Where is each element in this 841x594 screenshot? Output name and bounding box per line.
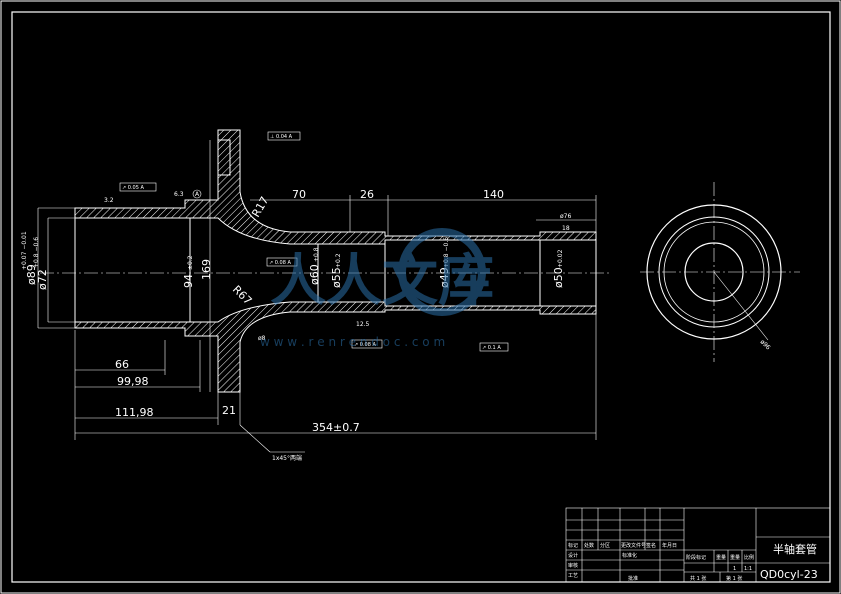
tb-mark: 标记 [568, 542, 578, 549]
dim-total-length: 354±0.7 [312, 421, 360, 434]
watermark-text: 人人文库 [270, 249, 494, 314]
tb-weight-2: 重量 [730, 554, 740, 561]
datum-a: A [195, 191, 200, 198]
tb-zone: 分区 [600, 542, 610, 549]
tb-weight: 重量 [716, 554, 726, 561]
dim-55-tol: +0.2 [335, 253, 342, 268]
dim-89: ø89 [25, 264, 38, 285]
tb-scale-label: 比例 [744, 554, 754, 561]
dimension-lines [37, 140, 597, 453]
tb-sign: 签名 [646, 542, 656, 549]
dim-76: ø76 [560, 213, 571, 220]
watermark-url: w w w . r e n r e n d o c . c o m [260, 335, 445, 349]
title-block [565, 507, 831, 583]
dim-140: 140 [483, 188, 504, 201]
dim-49: ø49 [438, 267, 451, 288]
tb-review: 审核 [568, 562, 578, 569]
dim-72-tol: +0.8 −0.6 [33, 237, 40, 268]
datum-circle [192, 189, 202, 199]
section-upper-wall [74, 129, 597, 245]
dim-94-tol: ±0.2 [187, 255, 194, 270]
tolerance-frame-4: ↗ 0.08 A [354, 342, 377, 348]
title-block-text: 标记 处数 分区 更改文件号 签名 年月日 设计 标准化 审核 工艺 批准 阶段… [568, 542, 818, 582]
dim-18: 18 [562, 225, 570, 232]
tb-process: 工艺 [568, 573, 578, 579]
dim-55: ø55 [330, 267, 343, 288]
tb-one: 1 [733, 566, 736, 572]
roughness-3-2: 3.2 [104, 197, 114, 204]
tb-sheet-no: 第 1 张 [726, 575, 742, 582]
dim-111-98: 111,98 [115, 406, 154, 419]
dim-89-tol: +0.07 −0.01 [21, 231, 28, 270]
tolerance-frame-5: ↗ 0.1 A [482, 345, 501, 351]
dim-60: ø60 [308, 264, 321, 285]
tb-scale-value: 1:1 [744, 566, 752, 572]
tb-sheet-total: 共 1 张 [690, 575, 706, 582]
roughness-12-5: 12.5 [356, 321, 370, 328]
dim-50-tol: +0.02 [557, 249, 564, 268]
dim-21: 21 [222, 404, 236, 417]
end-view-dim: ø96 [759, 338, 772, 351]
frame-border [11, 11, 831, 583]
dim-72: ø72 [36, 269, 49, 290]
dim-r17: R17 [249, 194, 271, 219]
tolerance-frame-1: ⊥ 0.04 A [270, 134, 293, 140]
tb-stage-mark: 阶段标记 [686, 554, 706, 561]
dim-49-tol: +0.8 −0.6 [443, 237, 450, 268]
dim-169: 169 [200, 259, 213, 280]
flange-dim: ø8 [258, 335, 266, 342]
dim-50: ø50 [552, 267, 565, 288]
dim-94: 94 [182, 274, 195, 288]
tb-change: 更改文件号 [621, 542, 646, 549]
watermark-logo [398, 228, 486, 316]
tolerance-frame-2: ↗ 0.05 A [122, 185, 145, 191]
roughness-6-3: 6.3 [174, 191, 184, 198]
end-view [640, 182, 800, 362]
dim-26: 26 [360, 188, 374, 201]
dim-60-tol: +0.8 [313, 247, 320, 262]
section-lower-wall [74, 301, 597, 393]
dim-r67: R67 [230, 283, 254, 307]
part-name: 半轴套管 [773, 542, 817, 556]
tb-design: 设计 [568, 552, 578, 559]
dim-70: 70 [292, 188, 306, 201]
chamfer-note: 1x45°两端 [272, 454, 302, 462]
tb-standard: 标准化 [622, 552, 637, 559]
tolerance-frames [119, 131, 509, 352]
watermark: 人人文库 w w w . r e n r e n d o c . c o m [260, 228, 494, 349]
tb-date: 年月日 [662, 542, 677, 549]
tolerance-frame-3: ↗ 0.08 A [269, 260, 292, 266]
tb-approve: 批准 [628, 575, 638, 582]
tb-count: 处数 [584, 542, 594, 549]
drawing-number: QD0cyl-23 [760, 568, 818, 581]
dim-66: 66 [115, 358, 129, 371]
dim-99-98: 99,98 [117, 375, 149, 388]
